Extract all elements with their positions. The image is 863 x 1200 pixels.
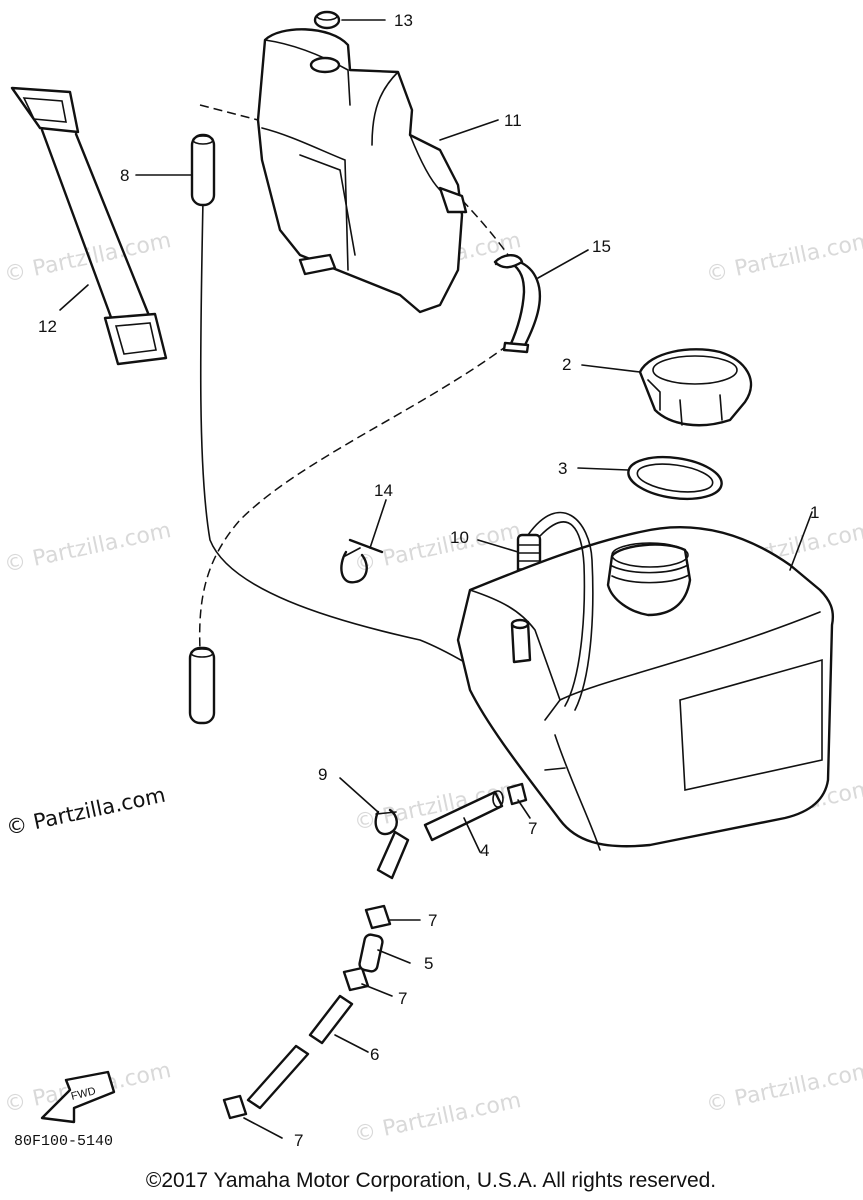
callout-1: 1 [810,503,819,522]
callout-7d: 7 [294,1131,303,1150]
gasket-part-3 [627,455,723,501]
watermark: © Partzilla.com [352,1088,523,1148]
fitting-part-7b [364,904,392,930]
forward-direction-arrow: FWD [40,1070,116,1124]
leader-lines [59,19,813,1139]
callout-8: 8 [120,166,129,185]
callout-5: 5 [424,954,433,973]
hose-connector-upper [376,830,410,880]
callout-13: 13 [394,11,413,30]
strap-part-12 [10,86,168,366]
reservoir-cap-part-13 [313,10,341,30]
callout-3: 3 [558,459,567,478]
callout-10: 10 [450,528,469,547]
filler-cap-part-2 [638,348,752,427]
callout-9: 9 [318,765,327,784]
hose-part-15 [493,254,542,354]
watermark: © Partzilla.com [2,228,173,288]
callout-2: 2 [562,355,571,374]
hose-part-4 [423,790,504,842]
hose-lower-left [188,646,216,725]
clip-part-14 [340,538,384,584]
callout-6: 6 [370,1045,379,1064]
watermark-dark: © Partzilla.com [4,783,168,840]
watermark: © Partzilla.com [2,518,173,578]
diagram-code: 80F100-5140 [14,1133,113,1150]
clip-part-9 [374,808,398,836]
hose-part-6 [246,994,354,1110]
fwd-label: FWD [70,1085,97,1103]
copyright-text: ©2017 Yamaha Motor Corporation, U.S.A. A… [146,1169,716,1192]
callout-4: 4 [480,841,489,860]
callout-14: 14 [374,481,393,500]
fuel-tank-part-1 [456,526,834,851]
reservoir-tank-part-11 [256,28,468,314]
fitting-part-7c [342,966,370,992]
breather-hose [527,511,594,711]
callout-7a: 7 [528,819,537,838]
watermark: © Partzilla.com [704,228,863,288]
callout-11: 11 [504,111,522,130]
fitting-part-7a [506,782,528,806]
callout-7c: 7 [398,989,407,1008]
callout-15: 15 [592,237,611,256]
callout-7b: 7 [428,911,437,930]
filter-part-5 [358,933,384,973]
callout-labels: 13 11 8 12 15 2 3 14 10 1 9 4 7 7 5 7 6 … [38,11,819,1150]
hose-part-8 [190,133,216,207]
watermark: © Partzilla.com [704,1058,863,1118]
fitting-part-7d [222,1094,248,1120]
callout-12: 12 [38,317,57,336]
